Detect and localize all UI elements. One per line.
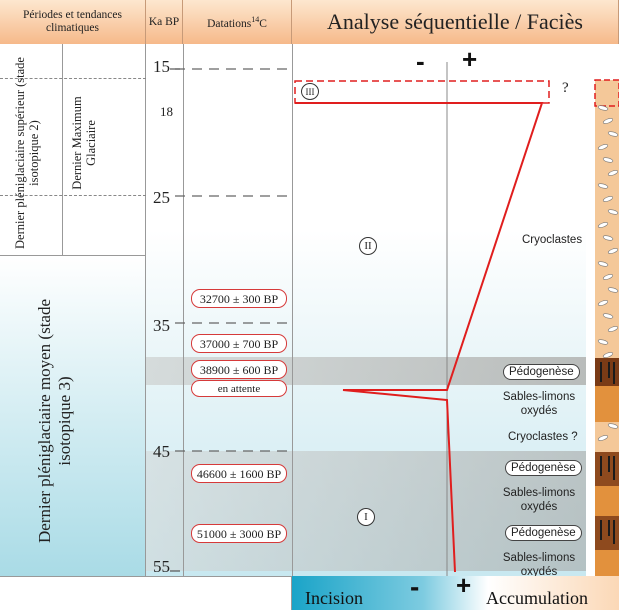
cryoclast-mark <box>597 183 609 189</box>
tick-15: 15 <box>153 57 170 76</box>
cryoclast-mark <box>602 235 614 241</box>
cryoclast-mark <box>597 435 609 441</box>
cryoclast-mark <box>597 300 609 306</box>
ka-column-border <box>183 44 184 576</box>
header-ka-bp-label: Ka BP <box>148 15 180 28</box>
cryoclast-mark <box>607 287 619 293</box>
facies-pedogenese-3: Pédogenèse <box>505 525 582 541</box>
sequence-2-marker: II <box>359 237 377 255</box>
cryoclast-mark <box>607 326 619 332</box>
datation-5: 46600 ± 1600 BP <box>191 464 287 483</box>
datation-column-border <box>292 44 293 576</box>
lithology-pedogenese-2 <box>595 452 619 486</box>
facies-pedogenese-2: Pédogenèse <box>505 460 582 476</box>
facies-cryoclastes-q: Cryoclastes ? <box>508 431 578 443</box>
footer-accumulation-label: Accumulation <box>486 588 588 608</box>
datation-3: 38900 ± 600 BP <box>191 360 287 379</box>
lithology-sables-3 <box>595 550 619 576</box>
cryoclast-mark <box>602 313 614 319</box>
cryoclast-mark <box>607 423 619 429</box>
header-analyse-label: Analyse séquentielle / Faciès <box>327 9 583 34</box>
header-periods-label: Périodes et tendances climatiques <box>23 9 122 34</box>
datation-2: 37000 ± 700 BP <box>191 334 287 353</box>
period-lgm-dash-bottom <box>0 195 146 196</box>
period-lgm-dash-top <box>0 78 146 79</box>
cryoclast-mark <box>597 222 609 228</box>
cryoclast-mark <box>607 209 619 215</box>
period-upper-box <box>0 44 146 256</box>
cryoclast-mark <box>607 248 619 254</box>
cryoclast-mark <box>597 144 609 150</box>
sequence-3-box <box>294 80 550 104</box>
cryoclast-mark <box>602 274 614 280</box>
lithology-column-top-dash <box>594 79 619 107</box>
analyse-minus-sign: - <box>416 46 425 76</box>
period-lgm-divider <box>62 44 63 256</box>
facies-cryoclastes: Cryoclastes <box>522 234 583 246</box>
cryoclast-marks <box>597 105 619 441</box>
header-ka-bp: Ka BP <box>146 0 183 44</box>
footer-axis-bar <box>292 576 619 610</box>
facies-sables-2: Sables-limons oxydés <box>502 487 576 513</box>
footer-minus-sign: - <box>410 571 420 602</box>
lithology-column-top <box>595 80 619 358</box>
sequence-3-marker: III <box>301 83 319 100</box>
datation-1: 32700 ± 300 BP <box>191 289 287 308</box>
footer-left-blank <box>0 576 292 610</box>
facies-sables-3: Sables-limons oxydés <box>502 552 576 578</box>
sequence-3-question: ? <box>562 80 569 96</box>
lithology-sables-1 <box>595 386 619 422</box>
footer-plus-sign: + <box>456 570 472 600</box>
cryoclast-mark <box>597 261 609 267</box>
lithology-pedogenese-3 <box>595 516 619 550</box>
tick-35: 35 <box>153 316 170 335</box>
cryoclast-mark <box>607 170 619 176</box>
footer-incision-label: Incision <box>305 588 363 608</box>
lithology-sables-2 <box>595 486 619 516</box>
header-analyse: Analyse séquentielle / Faciès <box>292 0 619 44</box>
cryoclast-mark <box>597 339 609 345</box>
tick-25: 25 <box>153 188 170 207</box>
period-middle-box <box>0 256 146 576</box>
cryoclast-mark <box>602 157 614 163</box>
cryoclast-mark <box>607 131 619 137</box>
cryoclast-mark <box>602 118 614 124</box>
cryoclast-mark <box>602 352 614 358</box>
header-datations: Datations14C <box>183 0 292 44</box>
tick-45: 45 <box>153 442 170 461</box>
cryoclast-mark <box>597 105 609 111</box>
analyse-plus-sign: + <box>462 44 478 74</box>
datation-4: en attente <box>191 380 287 397</box>
pedogenese-roots <box>600 362 615 544</box>
tick-18: 18 <box>160 104 173 119</box>
sequence-1-marker: I <box>357 508 375 526</box>
cryoclast-mark <box>602 196 614 202</box>
facies-sables-1: Sables-limons oxydés <box>502 391 576 417</box>
facies-pedogenese-1: Pédogenèse <box>503 364 580 380</box>
datation-6: 51000 ± 3000 BP <box>191 524 287 543</box>
trend-curve <box>295 102 544 573</box>
header-datations-label: Datations14C <box>207 15 267 30</box>
header-periods: Périodes et tendances climatiques <box>0 0 146 44</box>
tick-55: 55 <box>153 557 170 576</box>
lithology-pedogenese-1 <box>595 358 619 386</box>
